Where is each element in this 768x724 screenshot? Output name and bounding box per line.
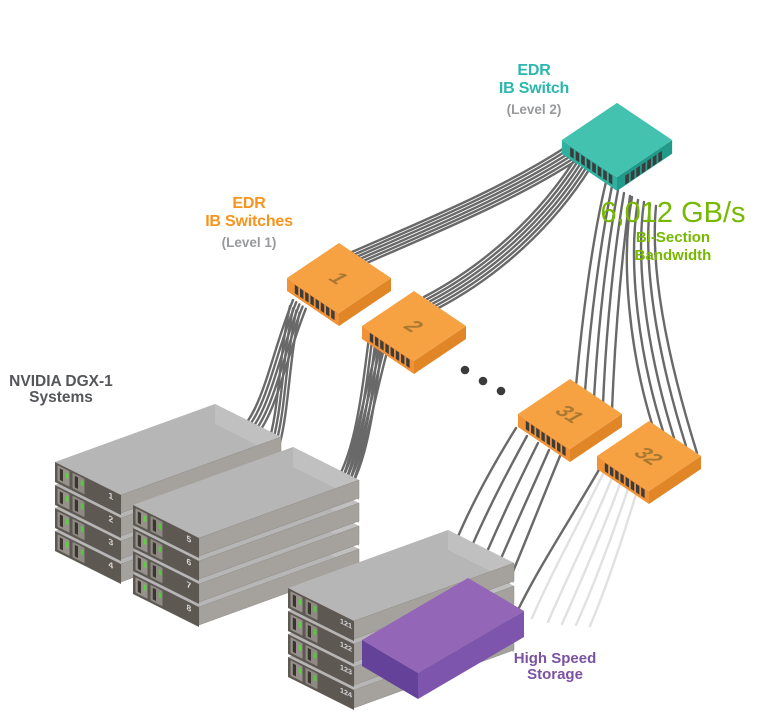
dgx-stack-3: 121 122 123 124 xyxy=(287,529,515,711)
level2-label-level: (Level 2) xyxy=(506,102,562,117)
cables-layer xyxy=(226,145,699,628)
cable-bundle-switch1-to-level2 xyxy=(350,145,581,265)
level1-switch-2: 2 xyxy=(362,291,466,374)
cable-bundle-switch2-to-level2 xyxy=(422,154,592,310)
level1-label-line1: EDR xyxy=(232,195,266,212)
server-number: 6 xyxy=(186,556,191,568)
dgx-systems-label: NVIDIA DGX-1 Systems xyxy=(0,374,122,406)
storage-label: High Speed Storage xyxy=(480,651,630,683)
cable-bundle-switch32-faded xyxy=(530,470,638,628)
level2-switch-label: EDR IB Switch (Level 2) xyxy=(464,62,604,119)
dgx-label-line1: NVIDIA DGX-1 xyxy=(9,373,113,390)
dgx-stack-1: 1 2 3 4 xyxy=(54,403,282,585)
server-number: 7 xyxy=(186,579,191,591)
bandwidth-value: 6,012 GB/s xyxy=(600,197,746,229)
server-number: 1 xyxy=(108,490,113,502)
cable-bundle-level2-to-switch31 xyxy=(574,180,632,413)
dgx-stack-2: 5 6 7 8 xyxy=(132,446,360,628)
level1-switch-1: 1 xyxy=(287,243,391,326)
server-number: 5 xyxy=(186,533,191,545)
bandwidth-sub-line1: Bi-Section xyxy=(635,229,711,246)
bandwidth-sub-line2: Bandwidth xyxy=(634,247,712,264)
ellipsis-dots xyxy=(460,365,506,396)
server-number: 2 xyxy=(108,513,113,525)
server-number: 8 xyxy=(186,602,191,614)
storage-label-line1: High Speed xyxy=(513,650,597,667)
bandwidth-label: 6,012 GB/s Bi-Section Bandwidth xyxy=(593,197,753,265)
cable-bundle-level2-to-switch32 xyxy=(625,195,699,455)
level2-label-line1: EDR xyxy=(517,62,551,79)
cable-switch32-to-storage xyxy=(514,466,602,616)
storage-box xyxy=(362,578,524,699)
level1-switch-32: 32 xyxy=(597,421,701,504)
level2-label-line2: IB Switch xyxy=(498,80,570,97)
storage-label-line2: Storage xyxy=(527,666,583,683)
dgx-label-line2: Systems xyxy=(29,389,93,406)
server-number: 4 xyxy=(108,559,113,571)
level1-switch-31: 31 xyxy=(518,379,622,462)
server-number: 3 xyxy=(108,536,113,548)
level1-label-level: (Level 1) xyxy=(221,235,277,250)
level1-label-line2: IB Switches xyxy=(205,213,293,230)
level1-switches-label: EDR IB Switches (Level 1) xyxy=(179,195,319,252)
